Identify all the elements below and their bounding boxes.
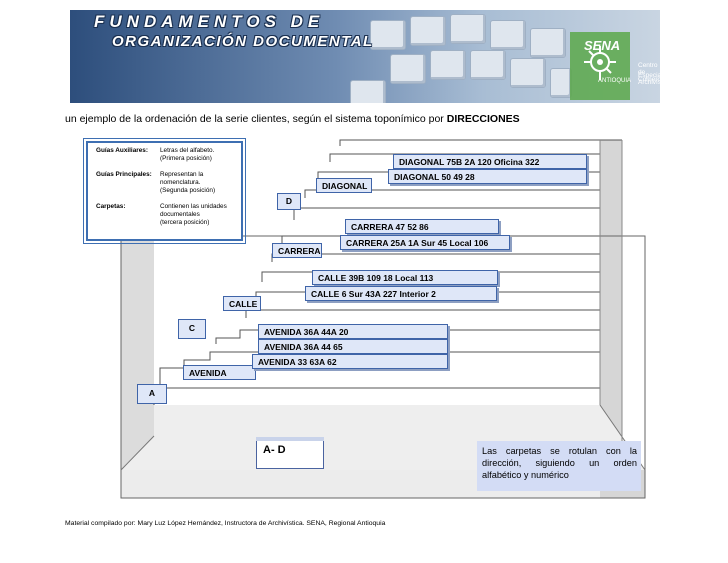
folder-avenida-1: AVENIDA 36A 44A 20	[258, 324, 448, 339]
legend-desc-auxiliary-2: (Primera posición)	[160, 155, 212, 162]
folder-diagonal-2: DIAGONAL 50 49 28	[388, 169, 587, 184]
guide-avenida: AVENIDA	[183, 365, 256, 380]
drawer-range-text: A- D	[263, 444, 286, 456]
page-footer: Material compilado por: Mary Luz López H…	[65, 520, 386, 527]
drawer-range-label: A- D	[256, 437, 324, 469]
folder-calle-2: CALLE 6 Sur 43A 227 Interior 2	[305, 286, 497, 301]
legend-desc-main-3: (Segunda posición)	[160, 187, 216, 194]
sena-logo-region: ANTIOQUIA	[598, 78, 632, 84]
folder-carrera-2: CARRERA 25A 1A Sur 45 Local 106	[340, 235, 510, 250]
keyboard-key-decoration	[530, 28, 566, 58]
legend-desc-main-2: nomenclatura.	[160, 179, 201, 186]
page-subtitle: un ejemplo de la ordenación de la serie …	[65, 113, 520, 125]
legend-desc-folders-1: Contienen las unidades	[160, 203, 227, 210]
banner-title-line2: ORGANIZACIÓN DOCUMENTAL	[112, 33, 374, 50]
cabinet-left-side	[121, 236, 154, 470]
keyboard-key-decoration	[510, 58, 546, 88]
keyboard-key-decoration	[390, 54, 426, 84]
legend-label-auxiliary: Guías Auxiliares:	[96, 147, 148, 154]
keyboard-key-decoration	[470, 50, 506, 80]
keyboard-key-decoration	[450, 14, 486, 44]
folder-avenida-2: AVENIDA 36A 44 65	[258, 339, 448, 354]
guide-tab-c: C	[178, 319, 206, 339]
sena-logo	[570, 32, 630, 100]
legend-desc-auxiliary-1: Letras del alfabeto.	[160, 147, 215, 154]
explanatory-note: Las carpetas se rotulan con la dirección…	[477, 441, 641, 491]
folder-avenida-3: AVENIDA 33 63A 62	[252, 354, 448, 369]
folder-diagonal-1: DIAGONAL 75B 2A 120 Oficina 322	[393, 154, 587, 169]
legend-label-folders: Carpetas:	[96, 203, 126, 210]
subtitle-text: un ejemplo de la ordenación de la serie …	[65, 113, 447, 125]
banner-title-line1: FUNDAMENTOS DE	[94, 12, 325, 31]
cabinet-edge	[120, 435, 155, 471]
keyboard-key-decoration	[350, 80, 386, 103]
keyboard-key-decoration	[490, 20, 526, 50]
guide-tab-a: A	[137, 384, 167, 404]
header-banner: FUNDAMENTOS DE ORGANIZACIÓN DOCUMENTAL S…	[70, 10, 660, 103]
guide-carrera: CARRERA	[272, 243, 322, 258]
legend-desc-folders-3: (tercera posición)	[160, 219, 210, 226]
keyboard-key-decoration	[430, 50, 466, 80]
legend-box: Guías Auxiliares: Letras del alfabeto. (…	[83, 138, 246, 244]
keyboard-key-decoration	[370, 20, 406, 50]
folder-carrera-1: CARRERA 47 52 86	[345, 219, 499, 234]
legend-desc-main-1: Representan la	[160, 171, 204, 178]
center-name-line1: Centro de Comercio	[638, 62, 660, 83]
guide-calle: CALLE	[223, 296, 261, 311]
folder-step-edges	[599, 140, 623, 470]
cabinet-right-side	[600, 140, 645, 498]
legend-desc-folders-2: documentales	[160, 211, 200, 218]
folder-calle-1: CALLE 39B 109 18 Local 113	[312, 270, 498, 285]
center-name-line2: Especialidad Archivística	[638, 72, 660, 86]
keyboard-key-decoration	[410, 16, 446, 46]
legend-label-main: Guías Principales:	[96, 171, 152, 178]
guide-diagonal: DIAGONAL	[316, 178, 372, 193]
guide-tab-d: D	[277, 193, 301, 210]
subtitle-emphasis: DIRECCIONES	[446, 113, 520, 125]
sena-logo-text: SENA	[584, 38, 621, 53]
drawer-range-label-bar	[256, 437, 324, 441]
